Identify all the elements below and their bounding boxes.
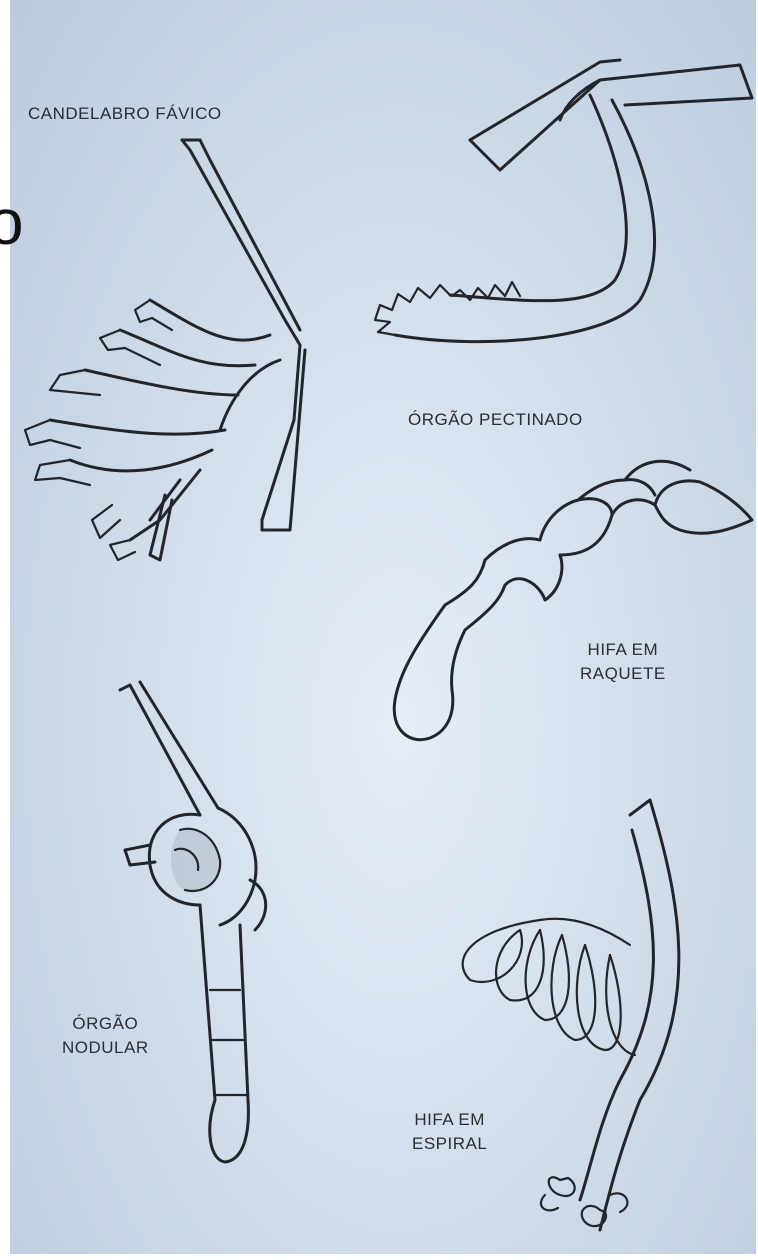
- orgao-pectinado-drawing: [375, 60, 752, 342]
- label-orgao-nodular: ÓRGÃO NODULAR: [62, 1012, 149, 1060]
- candelabro-favico-drawing: [25, 140, 305, 560]
- hifa-raquete-drawing: [394, 461, 752, 739]
- label-hifa-raquete-line1: HIFA EM: [580, 638, 666, 662]
- label-hifa-espiral: HIFA EM ESPIRAL: [412, 1108, 487, 1156]
- label-orgao-nodular-line1: ÓRGÃO: [62, 1012, 149, 1036]
- label-hifa-raquete-line2: RAQUETE: [580, 662, 666, 686]
- hifa-espiral-drawing: [463, 800, 679, 1230]
- label-candelabro-favico: CANDELABRO FÁVICO: [28, 102, 222, 126]
- label-hifa-raquete: HIFA EM RAQUETE: [580, 638, 666, 686]
- label-hifa-espiral-line2: ESPIRAL: [412, 1132, 487, 1156]
- label-orgao-nodular-line2: NODULAR: [62, 1036, 149, 1060]
- label-hifa-espiral-line1: HIFA EM: [412, 1108, 487, 1132]
- orgao-nodular-drawing: [120, 682, 266, 1162]
- label-orgao-pectinado: ÓRGÃO PECTINADO: [408, 408, 583, 432]
